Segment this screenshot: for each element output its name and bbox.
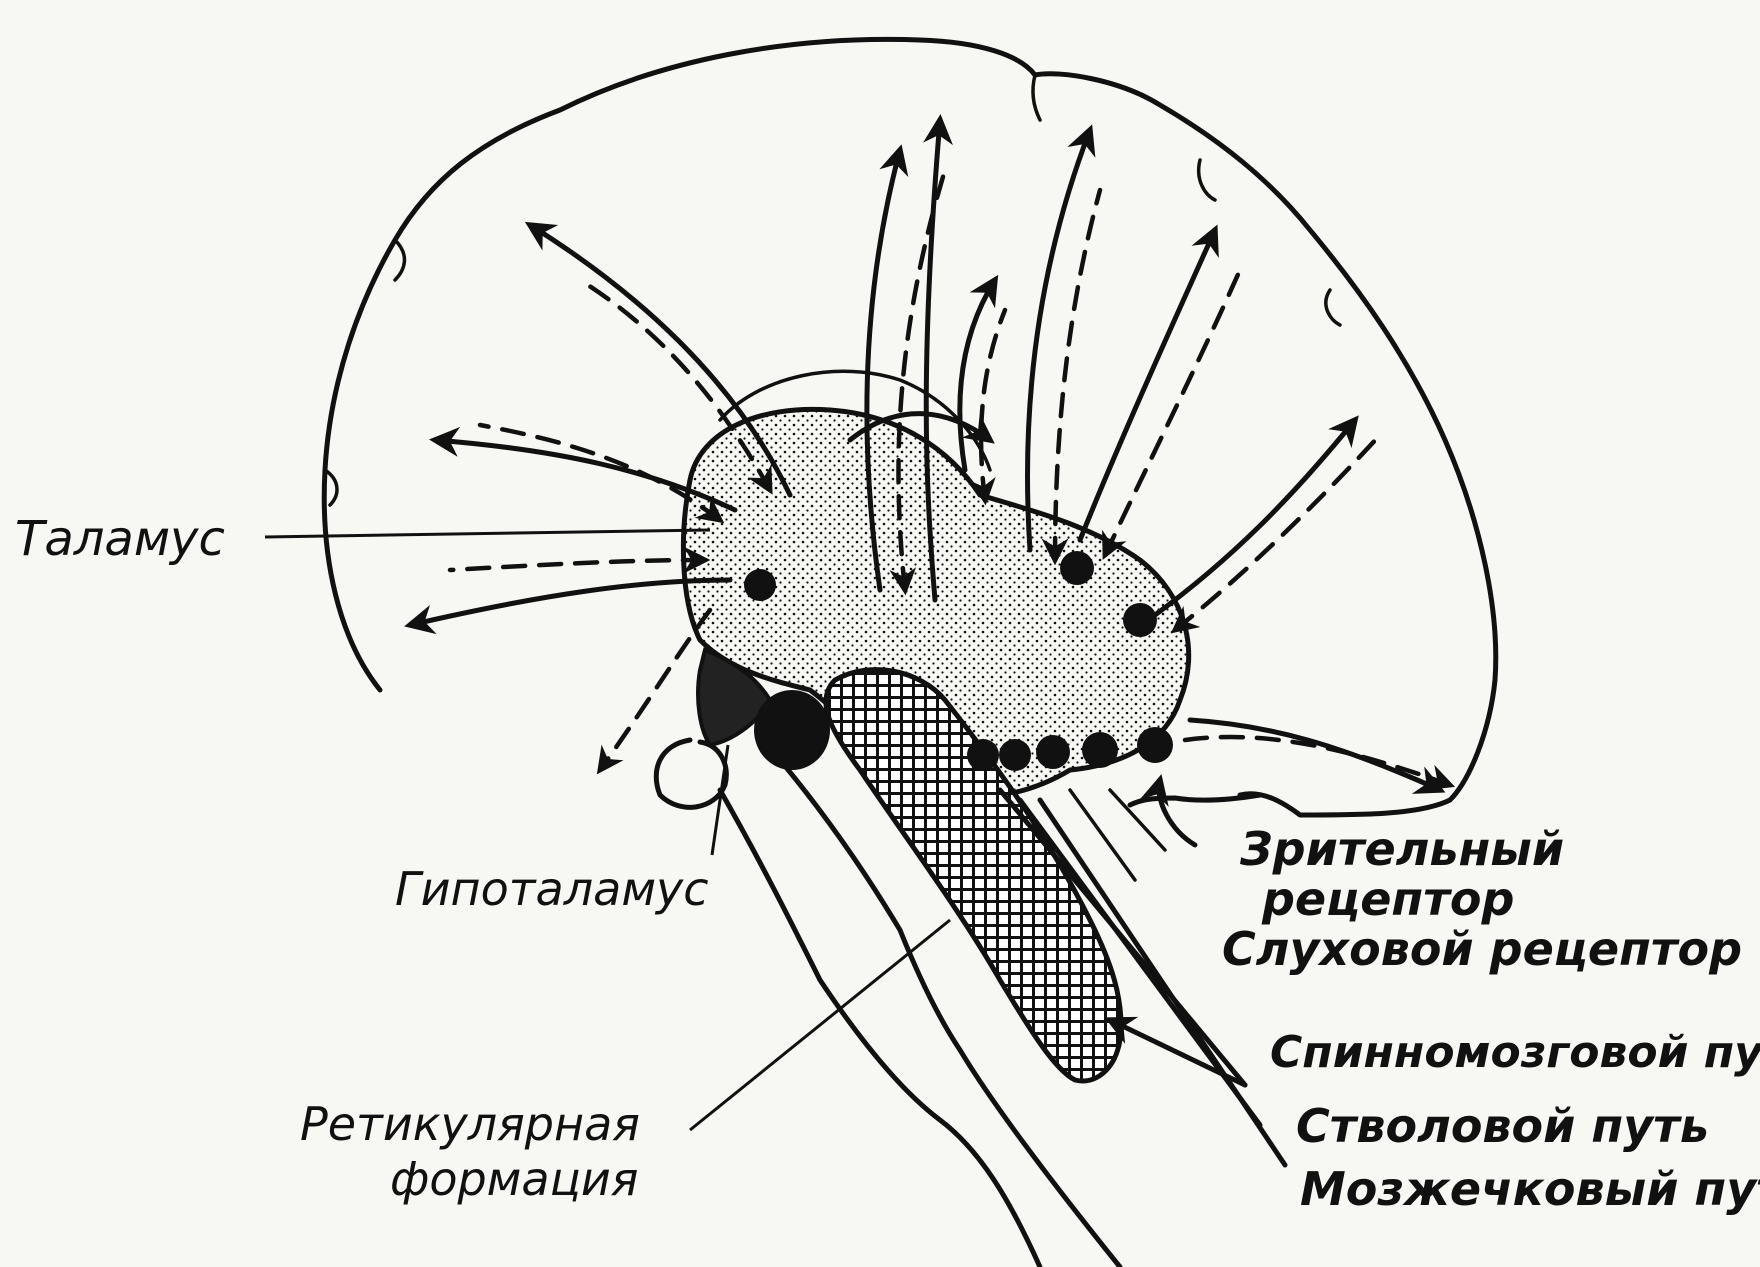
reticular-leader [690, 920, 950, 1130]
sulcus-3 [1326, 290, 1340, 325]
nucleus-3 [1123, 603, 1157, 637]
nucleus-1 [744, 569, 776, 601]
label-auditory: Слуховой рецептор [1222, 922, 1742, 976]
nucleus-5 [999, 739, 1031, 771]
mammillary-body [754, 690, 830, 770]
label-visual-2: рецептор [1261, 872, 1514, 926]
label-reticular-2: формация [390, 1152, 638, 1206]
label-spinal: Спинномозговой путь [1270, 1027, 1760, 1078]
nucleus-6 [1036, 735, 1070, 769]
label-visual-1: Зрительный [1239, 822, 1564, 876]
nucleus-4 [967, 739, 999, 771]
pituitary [656, 740, 726, 807]
cerebellum-outline [1130, 795, 1260, 805]
label-cerebellar: Мозжечковый путь [1300, 1162, 1760, 1216]
nucleus-7 [1082, 732, 1118, 768]
label-thalamus: Таламус [15, 511, 225, 567]
sulcus-2 [1199, 160, 1215, 200]
label-reticular-1: Ретикулярная [300, 1097, 640, 1151]
sulcus-1 [1033, 75, 1040, 120]
nucleus-8 [1137, 727, 1173, 763]
nucleus-2 [1060, 551, 1094, 585]
label-stem: Стволовой путь [1296, 1099, 1709, 1153]
label-hypothalamus: Гипоталамус [395, 862, 709, 916]
thalamus-leader [265, 530, 710, 537]
sulcus-4 [395, 240, 404, 280]
